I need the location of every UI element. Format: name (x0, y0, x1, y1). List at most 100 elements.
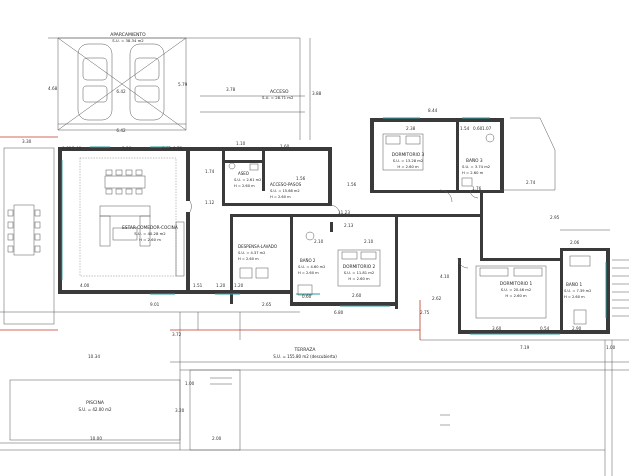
despensa-height-value: H = 2.60 m (238, 257, 259, 261)
exterior-stairs (612, 259, 629, 317)
acceso-title: ACCESO (270, 89, 289, 95)
dim: 2.10 (364, 239, 374, 244)
acceso-pasos-area-value: S.U. = 15.68 m2 (270, 189, 300, 193)
dim: 2.13 (344, 223, 354, 228)
dim: 2.95 (550, 215, 560, 220)
acceso-pasos-area: ACCESO-PASOS S.U. = 15.68 m2 H = 2.60 m (270, 182, 302, 199)
piscina-area-value: S.U. = 42.00 m2 (78, 407, 112, 412)
door-swings (189, 189, 479, 269)
bed-icon (382, 133, 424, 171)
dim: 6.42 (116, 128, 126, 133)
estar-room: ESTAR-COMEDOR-COCINA S.U. = 40.28 m2 H =… (79, 157, 185, 277)
dorm2-title: DORMITORIO 2 (343, 264, 376, 270)
dim: 2.00 (212, 436, 222, 441)
estar-height-value: H = 2.60 m (139, 237, 161, 242)
dim: 10.34 (88, 354, 100, 359)
despensa-room: DESPENSA-LAVADO S.U. = 4.37 m2 H = 2.60 … (238, 244, 277, 279)
acceso-pasos-title: ACCESO-PASOS (270, 182, 302, 187)
dim: 11.23 (338, 210, 350, 215)
dim: 2.75 (420, 310, 430, 315)
dim: 3.88 (312, 91, 322, 96)
dim: 2.06 (570, 240, 580, 245)
aseo-height-value: H = 2.60 m (234, 184, 255, 188)
dim: 3.78 (226, 87, 236, 92)
kitchen-counter (175, 221, 185, 277)
dim: 0.79 (173, 146, 183, 151)
terraza-area: TERRAZA S.U. = 155.80 m2 (descubierta) (0, 300, 629, 476)
dorm3-area-value: S.U. = 13.28 m2 (393, 159, 424, 163)
dim: 1.56 (296, 176, 306, 181)
bed-icon (337, 249, 381, 287)
dorm3-height-value: H = 2.60 m (397, 165, 419, 169)
dorm3-title: DORMITORIO 3 (392, 152, 425, 158)
dim: 1.76 (472, 186, 482, 191)
bano2-title: BAÑO 2 (300, 258, 316, 263)
windows (61, 117, 607, 335)
acceso-area: ACCESO S.U. = 28.71 m2 3.88 (262, 38, 322, 140)
dim: 1.60 (280, 144, 290, 149)
bano3-area-value: S.U. = 3.74 m2 (462, 165, 490, 169)
estar-title: ESTAR-COMEDOR-COCINA (122, 225, 178, 231)
bano3-height-value: H = 2.60 m (462, 171, 484, 175)
dim: 2.65 (262, 302, 272, 307)
bano1-area-value: S.U. = 7.39 m2 (564, 289, 591, 293)
aseo-room: ASEO S.U. = 2.61 m2 H = 2.60 m (228, 162, 261, 188)
dim: 0.60 (473, 126, 483, 131)
dim: 1.12 (205, 200, 215, 205)
dorm1-room: DORMITORIO 1 S.U. = 20.46 m2 H = 2.60 m (475, 265, 547, 319)
dim: 2.40 (72, 146, 82, 151)
car-icon (129, 43, 165, 121)
bano1-height-value: H = 2.60 m (564, 295, 585, 299)
bano2-room: BAÑO 2 S.U. = 4.60 m2 H = 2.60 m (297, 231, 325, 296)
dim: 9.01 (150, 302, 160, 307)
dim: 0.60 (302, 294, 312, 299)
dimension-labels: 0.60 2.40 2.86 0.60 0.79 1.10 1.60 1.74 … (62, 108, 616, 441)
dim: 2.10 (314, 239, 324, 244)
dim: 6.42 (116, 89, 126, 94)
garage-area-value: S.U. = 38.34 m2 (112, 38, 144, 43)
bano3-title: BAÑO 3 (466, 157, 483, 164)
dim: 2.86 (122, 146, 132, 151)
garage-area: APARCAMIENTO S.U. = 38.34 m2 6.42 6.42 4… (48, 32, 305, 133)
dim: 1.56 (347, 182, 357, 187)
dim: 2.62 (432, 296, 442, 301)
piscina-area: PISCINA S.U. = 42.00 m2 (0, 369, 605, 451)
dim: 5.79 (178, 82, 188, 87)
bano3-room: BAÑO 3 S.U. = 3.74 m2 H = 2.60 m (461, 133, 495, 187)
aseo-area-value: S.U. = 2.61 m2 (234, 178, 261, 182)
bano2-height-value: H = 2.60 m (298, 271, 319, 275)
dim: 1.00 (185, 381, 195, 386)
dorm3-room: DORMITORIO 3 S.U. = 13.28 m2 H = 2.60 m (382, 133, 425, 171)
dim: 0.60 (162, 146, 172, 151)
dorm1-title: DORMITORIO 1 (500, 281, 533, 287)
bano1-room: BAÑO 1 S.U. = 7.39 m2 H = 2.60 m (564, 255, 591, 325)
dim: 4.00 (80, 283, 90, 288)
dim: 2.38 (406, 126, 416, 131)
dim: 4.10 (440, 274, 450, 279)
sofa-icon (99, 205, 151, 247)
dim: 0.54 (540, 326, 550, 331)
dim: 8.44 (428, 108, 438, 113)
dim: 3.72 (172, 332, 182, 337)
house-walls (58, 118, 610, 334)
dim: 1.20 (216, 283, 226, 288)
dim: 1.10 (236, 141, 246, 146)
despensa-area-value: S.U. = 4.37 m2 (238, 251, 265, 255)
dim: 1.51 (193, 283, 203, 288)
dim: 6.80 (334, 310, 344, 315)
dim: 3.60 (492, 326, 502, 331)
acceso-pasos-height-value: H = 2.60 m (270, 195, 291, 199)
bed-icon (475, 265, 547, 319)
car-icon (77, 43, 113, 121)
terraza-title: TERRAZA (294, 347, 317, 353)
dim: 2.60 (352, 293, 362, 298)
terraza-area-value: S.U. = 155.80 m2 (descubierta) (273, 354, 337, 359)
dim: 7.19 (520, 345, 530, 350)
dorm2-room: DORMITORIO 2 S.U. = 11.81 m2 H = 2.60 m (337, 249, 381, 287)
dim: 3.30 (22, 139, 32, 144)
estar-area-value: S.U. = 40.28 m2 (134, 231, 166, 236)
dim: 1.74 (205, 169, 215, 174)
dorm1-area-value: S.U. = 20.46 m2 (501, 288, 532, 292)
despensa-title: DESPENSA-LAVADO (238, 244, 277, 249)
